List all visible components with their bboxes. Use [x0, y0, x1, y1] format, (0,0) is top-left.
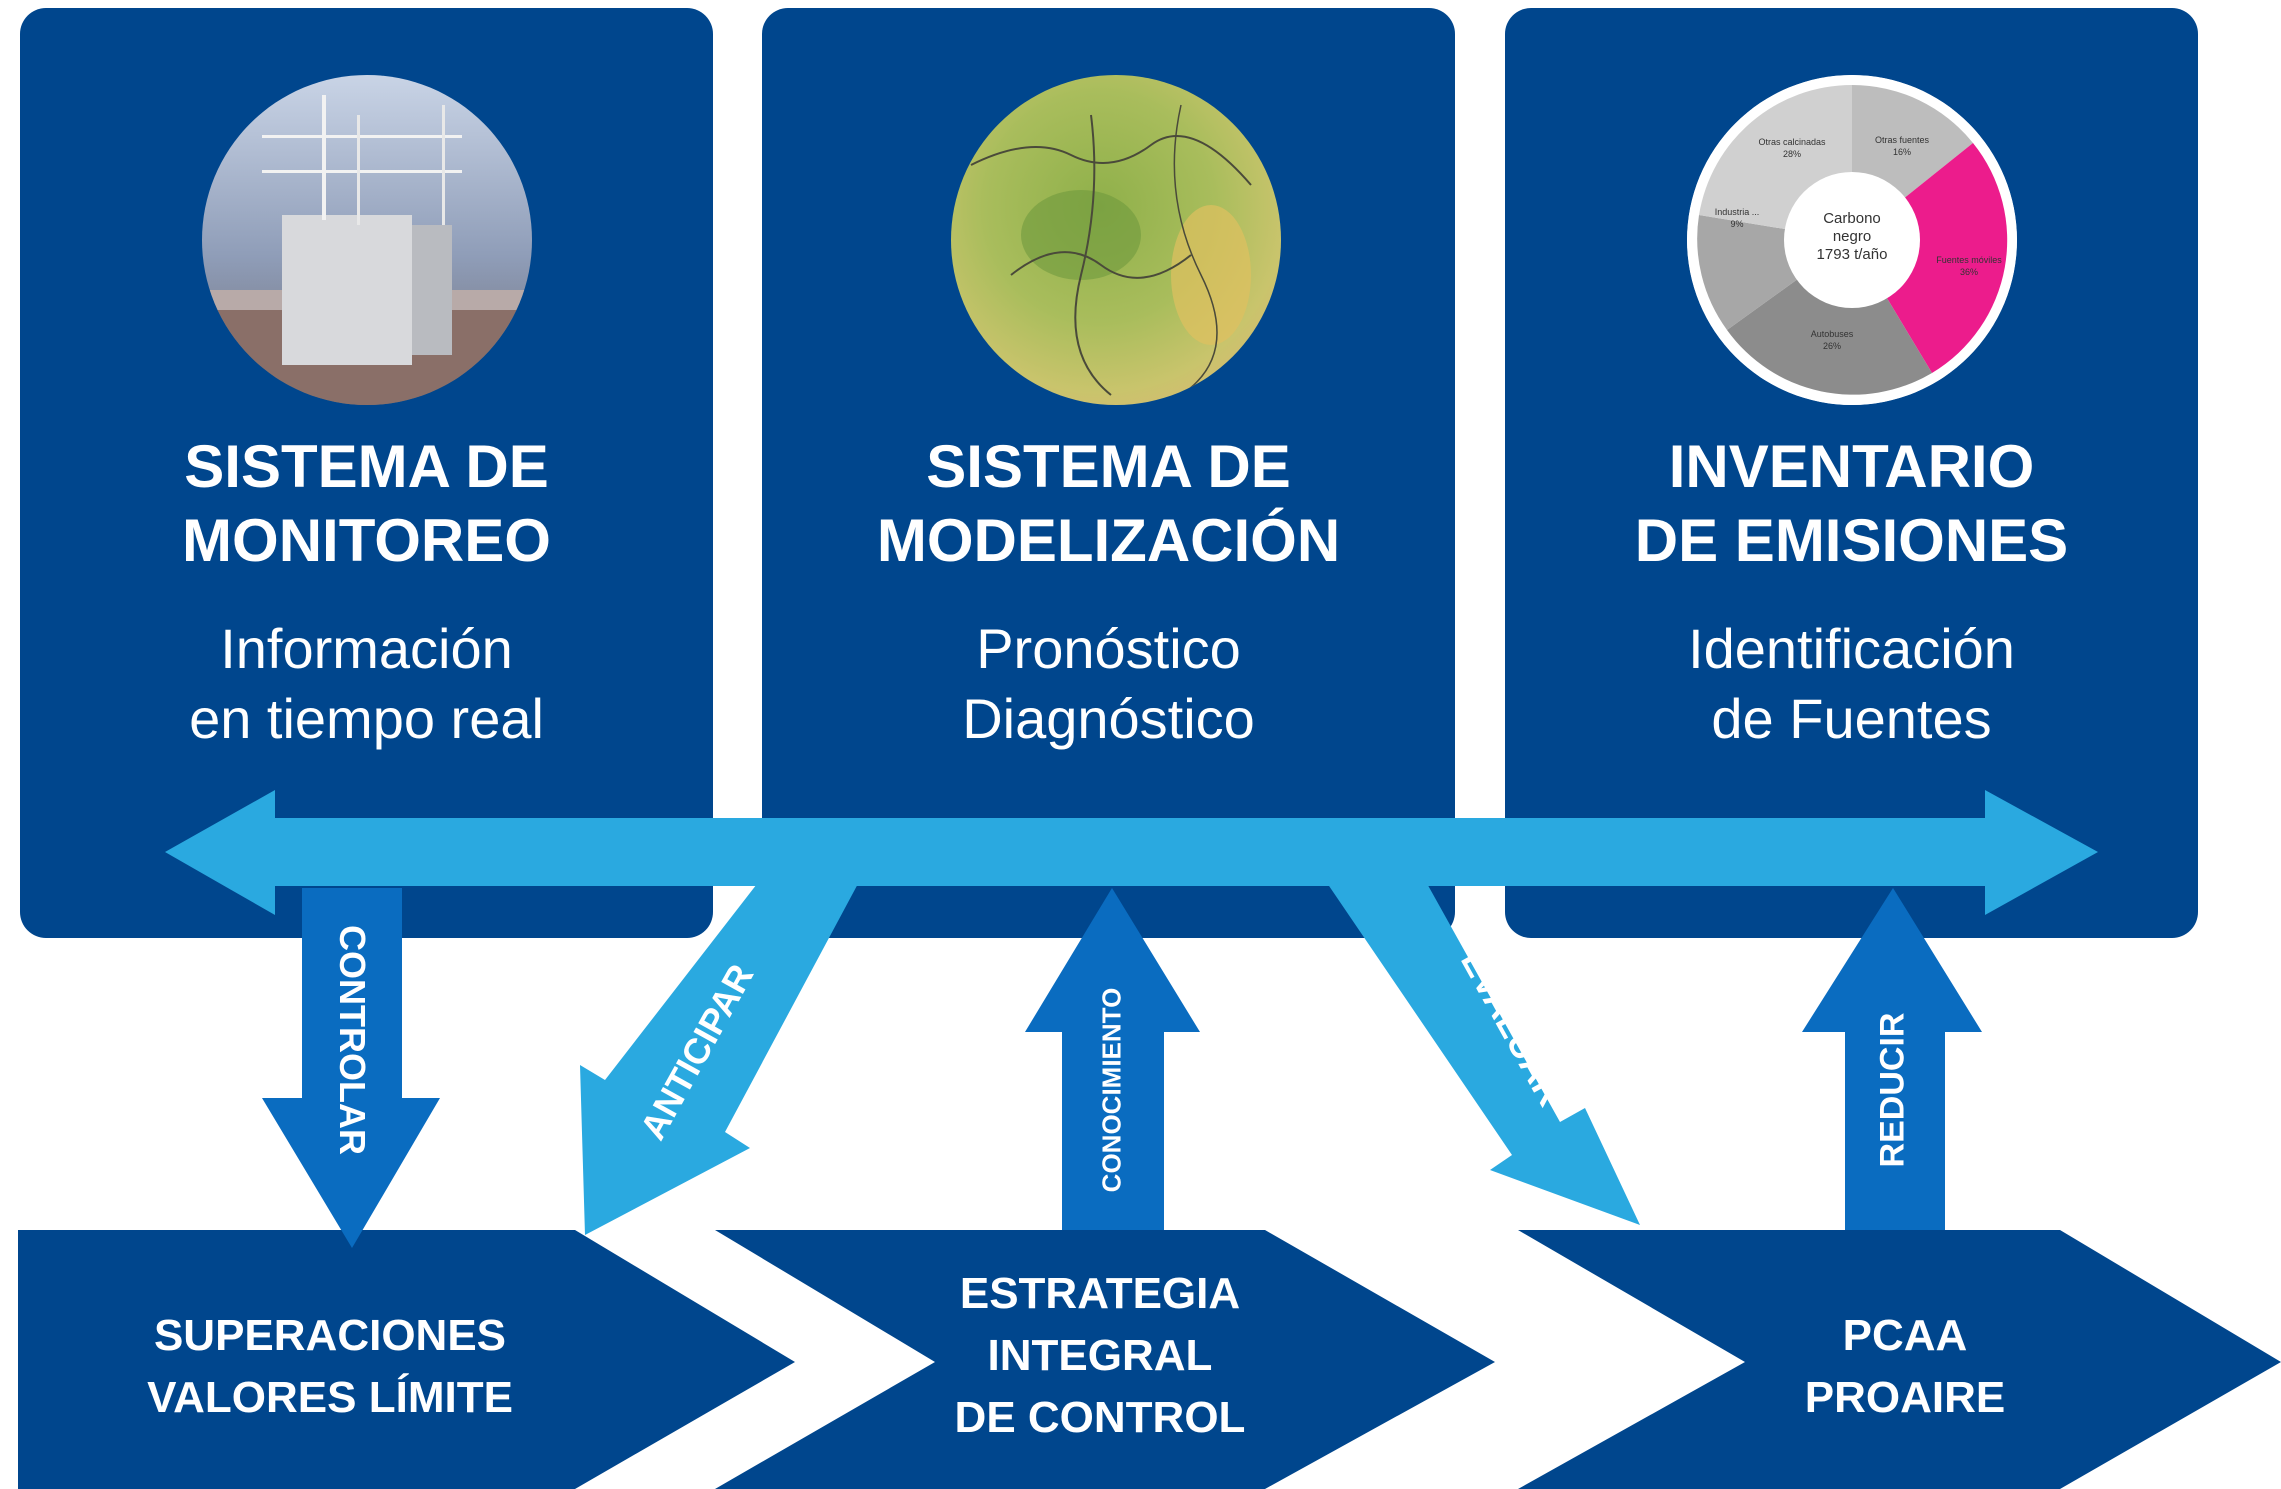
card-emissions: Carbono negro 1793 t/año Otras calcinada… [1505, 8, 2198, 938]
arrow-label-conocimiento: CONOCIMIENTO [1096, 987, 1127, 1193]
anticipar-arrow [580, 880, 860, 1235]
card-subtitle: Pronóstico Diagnóstico [962, 617, 1255, 750]
conocimiento-arrow [1025, 888, 1200, 1230]
monitoring-station-photo [202, 75, 532, 405]
donut-center-line2: negro [1833, 228, 1871, 245]
card-title: SISTEMA DE MODELIZACIÓN [876, 433, 1341, 574]
emissions-donut-chart: Carbono negro 1793 t/año Otras calcinada… [1687, 75, 2017, 405]
card-subtitle: Identificación de Fuentes [1688, 617, 2015, 750]
controlar-arrow [262, 888, 440, 1248]
chevron-estrategia [715, 1230, 1495, 1489]
donut-value-3: 26% [1823, 341, 1841, 351]
chevron-pcaa [1518, 1230, 2281, 1489]
main-double-arrow [165, 790, 2098, 915]
donut-value-2: 36% [1960, 267, 1978, 277]
evaluar-arrow [1325, 880, 1640, 1225]
chevron-superaciones [18, 1230, 795, 1489]
chevron-label-superaciones: SUPERACIONES VALORES LÍMITE [147, 1311, 513, 1422]
donut-label-0: Otras calcinadas [1758, 137, 1826, 147]
reducir-arrow [1802, 888, 1982, 1230]
terrain-map [951, 75, 1281, 405]
donut-label-3: Autobuses [1811, 329, 1854, 339]
card-subtitle: Información en tiempo real [189, 617, 544, 750]
donut-center-line3: 1793 t/año [1817, 246, 1888, 263]
card-modeling: SISTEMA DE MODELIZACIÓN Pronóstico Diagn… [762, 8, 1455, 938]
donut-value-0: 28% [1783, 149, 1801, 159]
donut-center-line1: Carbono [1823, 210, 1881, 227]
donut-label-4: Industria ... [1715, 207, 1760, 217]
card-title: SISTEMA DE MONITOREO [182, 433, 551, 574]
donut-value-1: 16% [1893, 147, 1911, 157]
card-monitoring: SISTEMA DE MONITOREO Información en tiem… [20, 8, 713, 938]
arrow-label-controlar: CONTROLAR [332, 925, 373, 1155]
arrow-label-reducir: REDUCIR [1873, 1012, 1912, 1168]
donut-label-2: Fuentes móviles [1936, 255, 2002, 265]
chevron-label-estrategia: ESTRATEGIA INTEGRAL DE CONTROL [954, 1269, 1246, 1442]
card-title: INVENTARIO DE EMISIONES [1634, 433, 2069, 574]
donut-value-4: 9% [1730, 219, 1743, 229]
chevron-label-pcaa: PCAA PROAIRE [1804, 1311, 2006, 1422]
donut-label-1: Otras fuentes [1875, 135, 1930, 145]
